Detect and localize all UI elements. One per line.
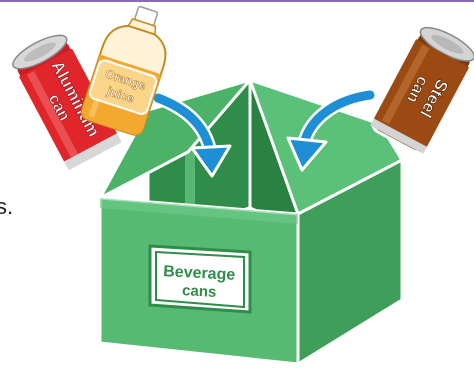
steel-can-icon: Steel can [369, 21, 474, 155]
box-label-line2: cans [182, 282, 217, 301]
box-label: Beverage cans [150, 246, 250, 312]
